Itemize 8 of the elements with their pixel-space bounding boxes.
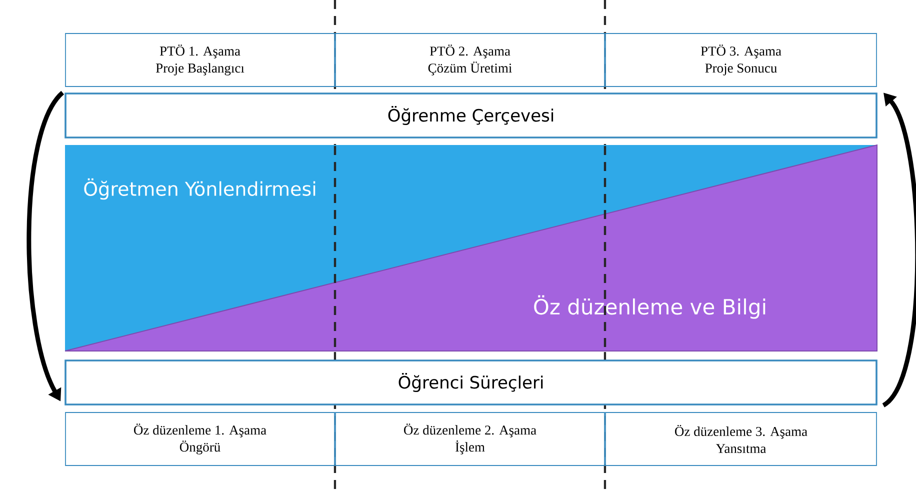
stage-box: PTÖ 2. Aşama Çözüm Üretimi xyxy=(335,33,605,87)
stage-box: Öz düzenleme 3. Aşama Yansıtma xyxy=(605,412,877,466)
stage-box: Öz düzenleme 1. Aşama Öngörü xyxy=(65,412,335,466)
stage-box: PTÖ 3. Aşama Proje Sonucu xyxy=(605,33,877,87)
label-box: Öğrenme Çerçevesi xyxy=(64,92,878,138)
stage-box: PTÖ 1. Aşama Proje Başlangıcı xyxy=(65,33,335,87)
label-box: Öğrenci Süreçleri xyxy=(64,360,878,406)
stage-box: Öz düzenleme 2. Aşama İşlem xyxy=(335,412,605,466)
